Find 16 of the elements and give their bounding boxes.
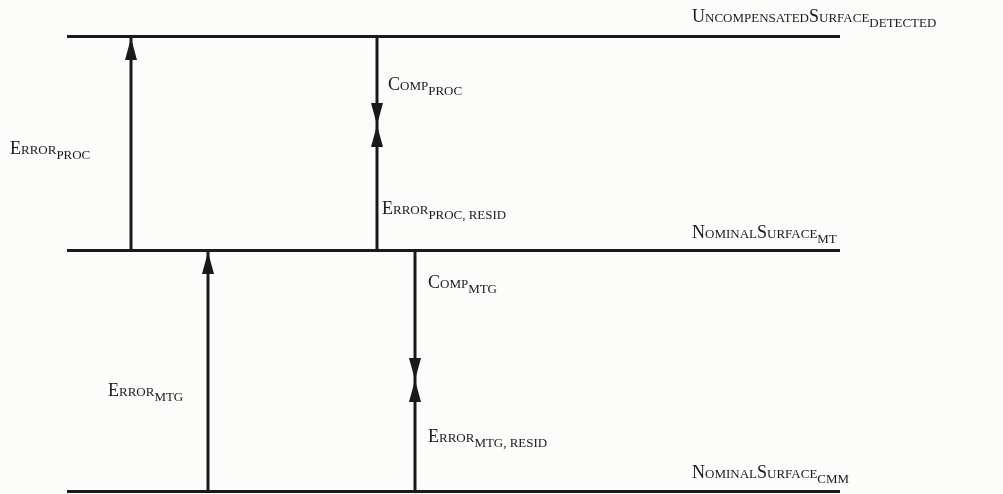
surface-label: NominalSurface$_{MT}$ (692, 222, 837, 242)
arrow (409, 380, 421, 490)
edge-label: Comp$_{MTG}$ (428, 272, 497, 292)
edge-label: Comp$_{PROC}$ (388, 74, 463, 94)
surface-label: NominalSurface$_{CMM}$ (692, 462, 849, 482)
surface-line (67, 249, 840, 252)
surface-label: UncompensatedSurface$_{DETECTED}$ (692, 6, 937, 26)
arrow (409, 252, 421, 380)
arrow (202, 252, 214, 490)
surface-line (67, 490, 840, 493)
arrow (125, 38, 137, 249)
edge-label: Error$_{MTG}$ (108, 380, 184, 400)
edge-label: Error$_{PROC}$ (10, 138, 91, 158)
arrow (371, 125, 383, 249)
arrow (371, 38, 383, 125)
surface-line (67, 35, 840, 38)
